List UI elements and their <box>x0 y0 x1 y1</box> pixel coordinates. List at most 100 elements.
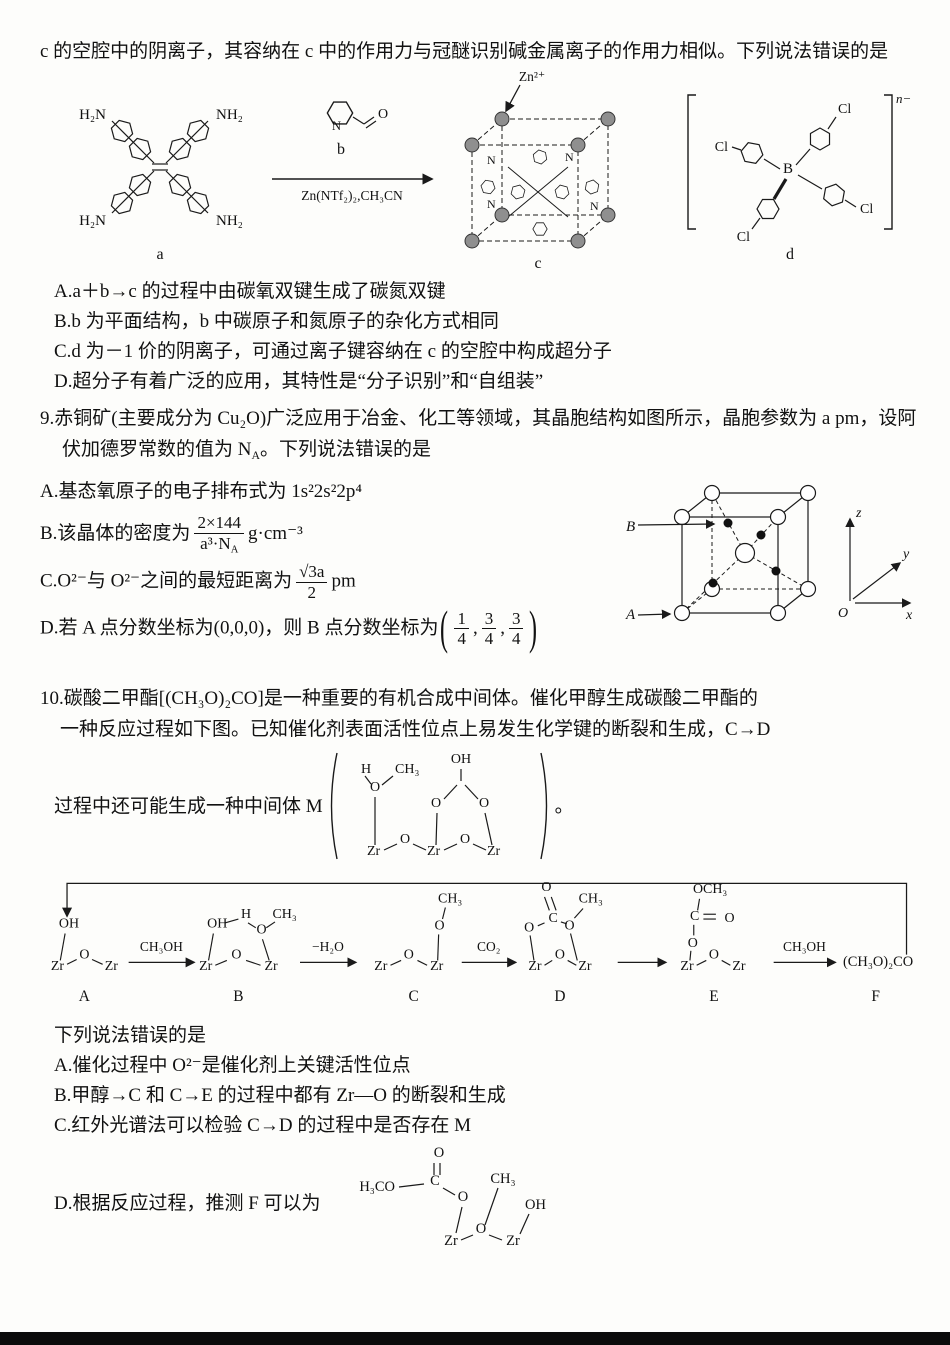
hydroxyl-label: OH <box>525 1197 546 1213</box>
o-atom-label: O <box>460 832 470 847</box>
origin-label: O <box>838 606 848 621</box>
q9-stem-text-end: 。下列说法错误的是 <box>259 439 431 460</box>
o-atom-label: O <box>370 780 380 795</box>
n-atom-label: N <box>590 199 599 213</box>
step-label-a: A <box>79 988 90 1005</box>
structure-a-label: a <box>156 246 163 263</box>
zinc-ion-label: Zn²⁺ <box>519 69 545 84</box>
mech-structure-e: OCH₃ C O O Zr O Zr E <box>680 882 746 1005</box>
n-atom-label: N <box>332 119 341 133</box>
m-text-post: 。 <box>554 795 574 817</box>
zr-atom-label: Zr <box>680 959 694 974</box>
intermediate-m-row: 过程中还可能生成一种中间体 M H O CH₃ OH O <box>54 745 920 867</box>
q10-option-b: B.甲醇→C 和 C→E 的过程中都有 Zr—O 的断裂和生成 <box>54 1085 506 1107</box>
amine-label: H₂N <box>79 107 106 123</box>
h-atom-label: H <box>241 907 251 922</box>
c-atom-label: C <box>690 909 699 924</box>
methoxy-label: H₃CO <box>359 1179 395 1195</box>
h-atom-label: H <box>361 762 371 777</box>
o-atom-label: O <box>400 832 410 847</box>
zr-atom-label: Zr <box>487 844 501 859</box>
c-atom-label: C <box>430 1173 440 1189</box>
fraction-denominator: 2 <box>296 582 328 603</box>
o-atom-label: O <box>541 880 551 895</box>
site-b-label: B <box>626 519 635 535</box>
q10-option-a: A.催化过程中 O²⁻是催化剂上关键活性位点 <box>54 1055 411 1077</box>
o-atom-label: O <box>256 923 266 938</box>
hydroxyl-label: OH <box>451 752 471 767</box>
den-main: a³·N <box>200 533 231 553</box>
zr-atom-label: Zr <box>367 844 381 859</box>
q10-option-c: C.红外光谱法可以检验 C→D 的过程中是否存在 M <box>54 1115 471 1137</box>
q10-option-d-row: D.根据反应过程，推测 F 可以为 O C H₃CO O CH₃ OH Zr <box>54 1141 920 1266</box>
step-label-e: E <box>709 988 718 1005</box>
n-atom-label: N <box>487 197 496 211</box>
y-axis-label: y <box>901 547 910 562</box>
site-a-arrow <box>637 609 672 620</box>
site-a-label: A <box>625 607 636 623</box>
step-label-f: F <box>871 988 880 1005</box>
q9-option-c-text: C.O²⁻与 O²⁻之间的最短距离为 <box>40 570 293 592</box>
zr-atom-label: Zr <box>444 1233 458 1249</box>
o-atom-label: O <box>524 921 534 936</box>
zr-atom-label: Zr <box>51 959 65 974</box>
hydroxyl-label: OH <box>59 917 79 932</box>
hydroxyl-label: OH <box>207 917 227 932</box>
option-d-structure: O C H₃CO O CH₃ OH Zr O Zr <box>359 1145 546 1249</box>
mech-structure-a: OH Zr O Zr A <box>51 917 118 1005</box>
fraction-numerator: √3a <box>299 562 325 582</box>
o-atom-label: O <box>457 1189 467 1205</box>
zr-atom-label: Zr <box>427 844 441 859</box>
unit-cell-diagram: B A O z y x <box>625 485 913 623</box>
o-atom-label: O <box>431 796 441 811</box>
q8-intro: c 的空腔中的阴离子，其容纳在 c 中的作用力与冠醚识别碱金属离子的作用力相似。… <box>40 41 889 62</box>
cl-atom-label: Cl <box>860 202 873 217</box>
arrow-reagent-label: −H₂O <box>312 939 344 954</box>
catalytic-mechanism-diagram: OH Zr O Zr A CH₃OH OH H O CH₃ Z <box>51 880 913 1005</box>
x-axis-label: x <box>905 608 913 623</box>
o-atom-label: O <box>479 796 489 811</box>
zr-atom-label: Zr <box>732 959 746 974</box>
avogadro-subscript: A <box>251 449 260 463</box>
fraction-denominator: 4 <box>481 628 497 649</box>
q9-option-d-text: D.若 A 点分数坐标为(0,0,0)，则 B 点分数坐标为 <box>40 616 439 638</box>
intermediate-m-structure: H O CH₃ OH O O Zr O Zr O Zr <box>330 752 547 860</box>
q8-option-c: C.d 为－1 价的阴离子，可通过离子键容纳在 c 的空腔中构成超分子 <box>54 341 612 362</box>
fraction-denominator: 4 <box>454 628 469 649</box>
fraction-numerator: 3 <box>484 608 494 628</box>
charge-label: n− <box>896 91 911 106</box>
z-axis-label: z <box>855 506 862 521</box>
zr-atom-label: Zr <box>374 959 388 974</box>
o-atom-label: O <box>433 1145 443 1161</box>
cage-structure-c: N N N N Zn²⁺ c <box>464 69 616 272</box>
zr-atom-label: Zr <box>105 959 119 974</box>
o-atom-label: O <box>378 107 388 122</box>
q10-option-d-text: D.根据反应过程，推测 F 可以为 <box>54 1193 321 1215</box>
q8-option-d: D.超分子有着广泛的应用，其特性是“分子识别”和“自组装” <box>54 371 544 392</box>
c-atom-label: C <box>549 911 558 926</box>
zr-atom-label: Zr <box>199 959 213 974</box>
structure-b-label: b <box>337 141 345 158</box>
fraction-denominator: 4 <box>508 628 524 649</box>
methyl-label: CH₃ <box>395 762 419 777</box>
recycle-arrow <box>62 882 908 955</box>
zr-atom-label: Zr <box>506 1233 520 1249</box>
reagent-label: Zn(NTf₂)₂,CH₃CN <box>301 188 403 203</box>
step-label-c: C <box>408 988 418 1005</box>
den-subscript: A <box>230 544 239 556</box>
structure-a: H₂N NH₂ H₂N NH₂ a <box>79 107 243 263</box>
o-atom-label: O <box>79 948 89 963</box>
q8-options: A.a＋b→c 的过程中由碳氧双键生成了碳氮双键 B.b 为平面结构，b 中碳原… <box>40 277 920 397</box>
structure-d: n− B Cl Cl Cl Cl d <box>687 91 911 263</box>
arrow-reagent-label: CO₂ <box>477 939 500 954</box>
site-b-arrow <box>637 519 716 530</box>
arrow-reagent-label: CH₃OH <box>783 939 826 954</box>
close-paren: ) <box>529 601 538 655</box>
product-label: (CH₃O)₂CO <box>843 954 913 970</box>
